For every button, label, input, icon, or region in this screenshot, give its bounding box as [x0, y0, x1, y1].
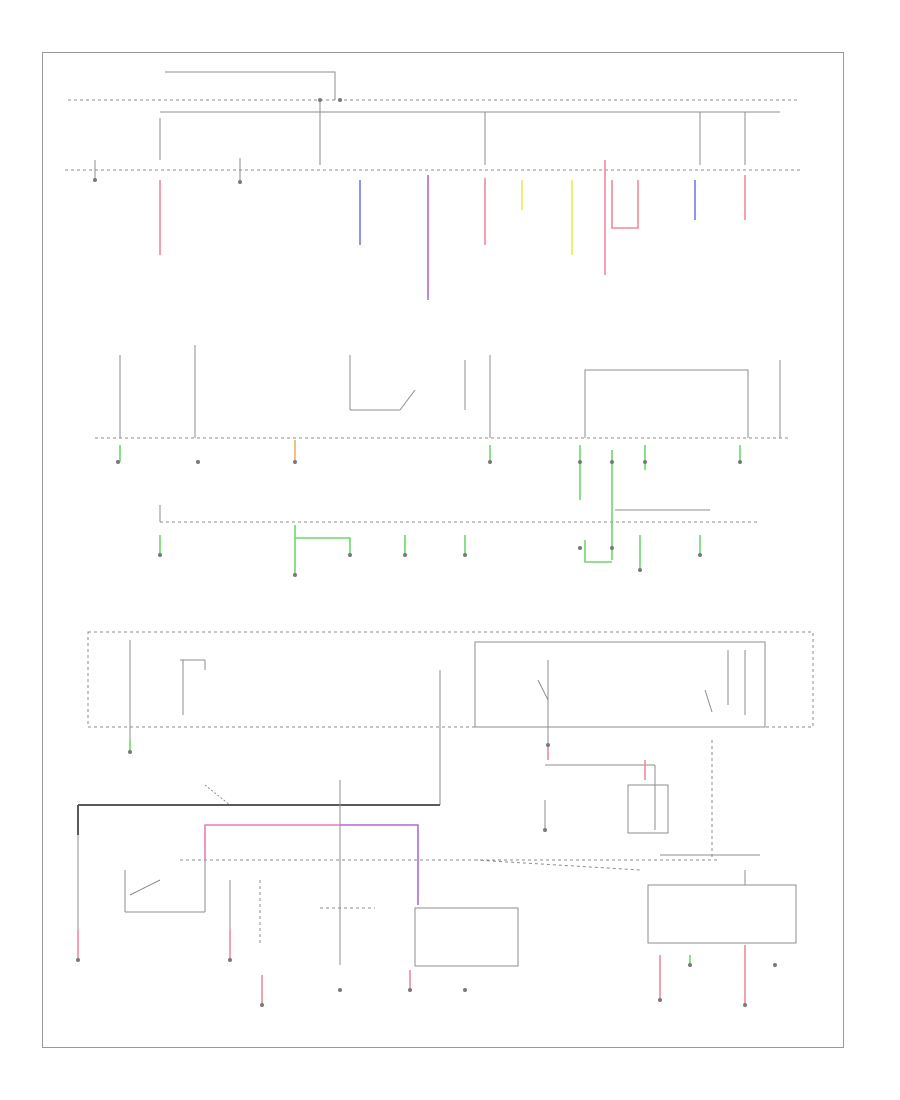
- diagram-frame: [42, 52, 844, 1048]
- junction-box-outline: [87, 631, 814, 728]
- relay-loop: [584, 369, 749, 438]
- battery-feed-wire: [165, 71, 336, 100]
- right-module-box: [647, 884, 797, 944]
- violet-wire-bottom: [340, 824, 419, 905]
- green-loop-wire: [584, 540, 612, 563]
- red-loop-wire: [611, 180, 639, 229]
- pink-wire-top: [204, 824, 340, 860]
- relay-subbox: [474, 641, 766, 728]
- bottom-module-box: [414, 907, 519, 967]
